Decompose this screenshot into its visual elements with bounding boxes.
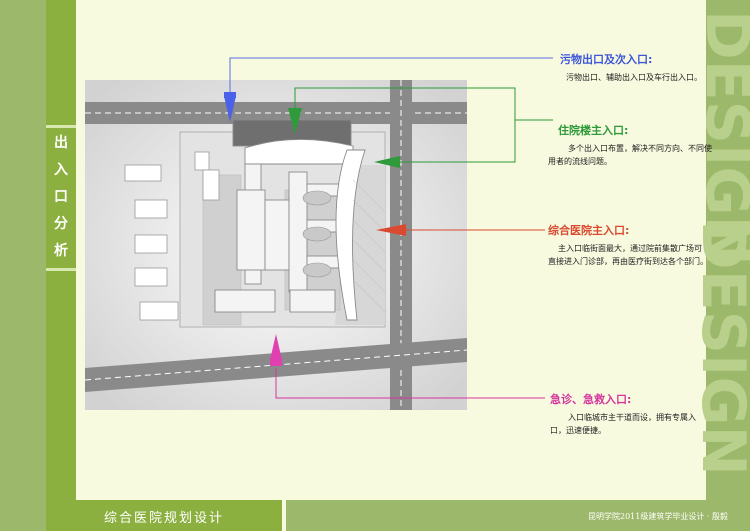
left-decorative-band: DESIGN: [0, 0, 46, 531]
callout-desc: 主入口临街面最大，通过院前集散广场可直接进入门诊部，再由医疗街到达各个部门。: [548, 244, 708, 266]
right-decorative-band: DESIGN DESIGN: [688, 0, 750, 500]
title-char: 析: [54, 243, 68, 259]
title-separator-bottom: [46, 268, 76, 271]
callout-desc: 多个出入口布置，解决不同方向、不同使用者的流线问题。: [548, 144, 712, 166]
title-char: 分: [54, 216, 68, 232]
footer-credit: 昆明学院2011级建筑学毕业设计 · 殷毅: [588, 512, 728, 521]
footer-gap: [282, 500, 286, 531]
title-separator-top: [46, 125, 76, 128]
arrow-waste-exit: [224, 96, 236, 122]
callout-heading: 污物出口及次入口:: [560, 53, 653, 66]
arrow-inpatient-north: [288, 108, 302, 134]
title-char: 口: [54, 189, 68, 205]
footer-title-block: 综合医院规划设计: [46, 500, 282, 531]
page-title: 出 入 口 分 析: [46, 130, 76, 265]
callout-desc: 污物出口、辅助出入口及车行出入口。: [566, 73, 702, 82]
callout-main-entrance: 综合医院主入口: 主入口临街面最大，通过院前集散广场可直接进入门诊部，再由医疗街…: [548, 222, 708, 268]
title-char: 出: [54, 135, 68, 151]
leader-line-waste-exit: [229, 57, 553, 120]
callout-heading: 综合医院主入口:: [548, 224, 630, 237]
project-title: 综合医院规划设计: [103, 511, 224, 526]
callout-inpatient: 住院楼主入口: 多个出入口布置，解决不同方向、不同使用者的流线问题。: [548, 122, 718, 168]
title-char: 入: [54, 162, 68, 178]
leader-line-emergency: [275, 368, 545, 399]
arrow-inpatient-east: [374, 156, 400, 168]
leader-line-inpatient: [294, 87, 553, 121]
arrow-main-entrance: [376, 224, 406, 236]
callout-heading: 急诊、急救入口:: [550, 393, 632, 406]
title-column: 出 入 口 分 析: [46, 0, 76, 500]
callout-heading: 住院楼主入口:: [558, 124, 629, 137]
callout-waste-exit: 污物出口及次入口: 污物出口、辅助出入口及车行出入口。: [560, 51, 730, 84]
callout-emergency: 急诊、急救入口: 入口临城市主干道而设，拥有专属入口，迅速便捷。: [550, 391, 700, 437]
callout-desc: 入口临城市主干道而设，拥有专属入口，迅速便捷。: [550, 413, 696, 435]
footer: 综合医院规划设计 昆明学院2011级建筑学毕业设计 · 殷毅: [0, 500, 750, 531]
arrow-emergency: [270, 334, 282, 360]
